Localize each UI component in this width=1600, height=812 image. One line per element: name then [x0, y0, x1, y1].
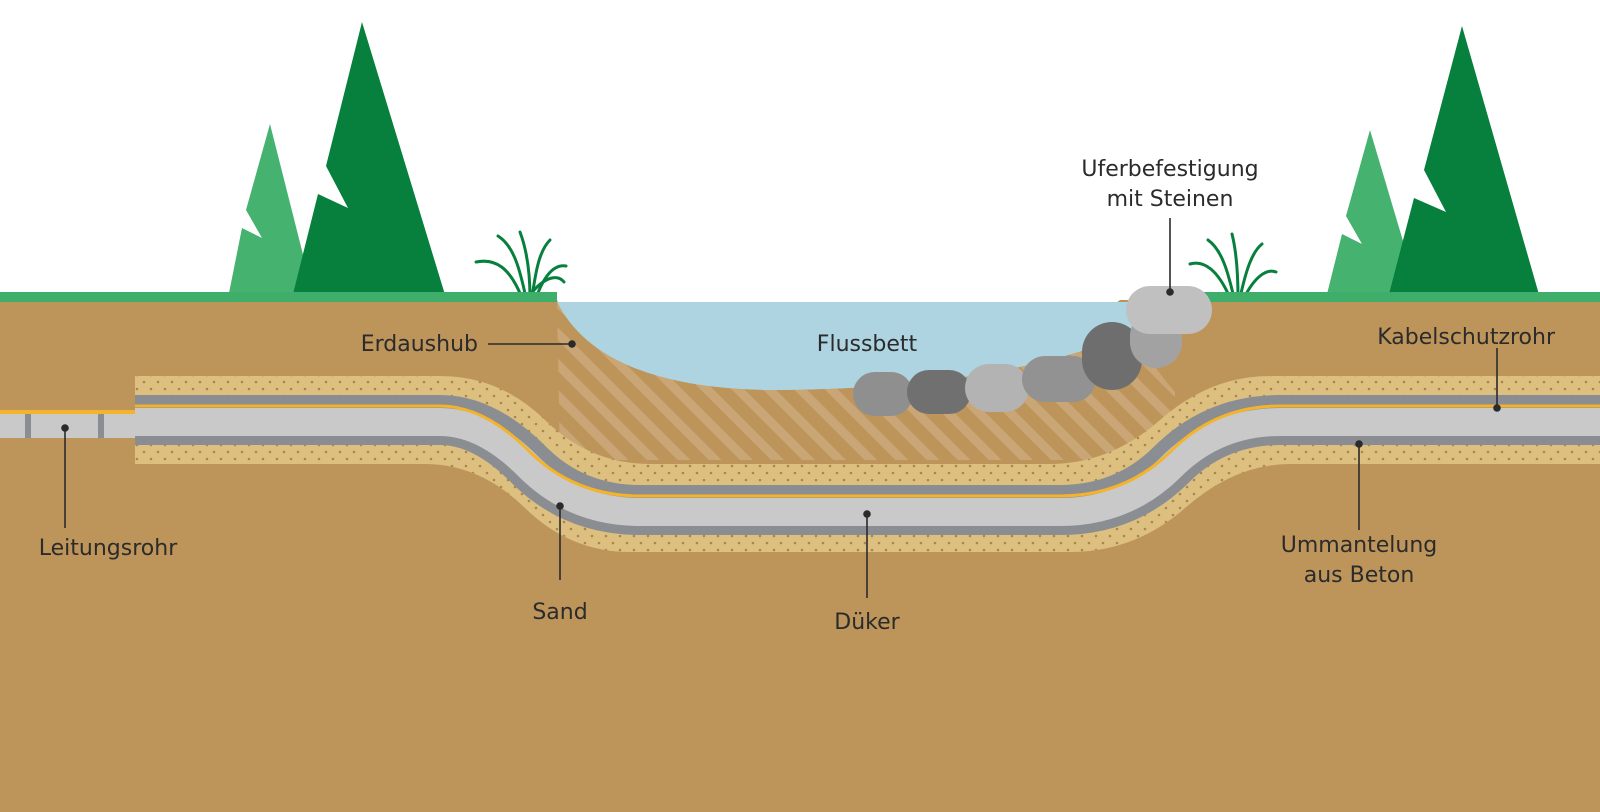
- label-uferbefestigung-line1: Uferbefestigung: [1081, 157, 1258, 182]
- tree-dark-right: [1388, 26, 1540, 298]
- dueker-pipe: [135, 395, 1600, 535]
- pipe-inner: [135, 408, 1600, 526]
- leader-dot-kabelschutzrohr: [1493, 404, 1501, 412]
- supply-pipe-left: [0, 410, 135, 438]
- stone-2: [907, 370, 971, 414]
- trees-left: [228, 22, 446, 298]
- label-sand: Sand: [532, 600, 587, 625]
- leader-lines: [61, 218, 1501, 598]
- grass-strip-left: [0, 292, 557, 302]
- label-uferbefestigung-line2: mit Steinen: [1107, 187, 1234, 212]
- stone-4: [1022, 356, 1096, 402]
- stone-7: [1126, 286, 1212, 334]
- cable-protection-tube: [135, 404, 1600, 498]
- label-ummantelung-line1: Ummantelung: [1281, 533, 1438, 558]
- stone-3: [965, 364, 1029, 412]
- tree-dark-left: [292, 22, 446, 298]
- grass-strip-right: [1180, 292, 1600, 302]
- leader-dot-sand: [556, 502, 564, 510]
- bank-stones: [853, 286, 1212, 416]
- label-ummantelung-line2: aus Beton: [1304, 563, 1415, 588]
- label-flussbett: Flussbett: [817, 332, 918, 357]
- pipe-joint-2: [98, 414, 104, 438]
- stone-5: [1082, 322, 1142, 390]
- trees-right: [1326, 26, 1540, 298]
- stone-1: [853, 372, 913, 416]
- label-dueker: Düker: [834, 610, 900, 635]
- leader-dot-uferbefestigung: [1166, 288, 1174, 296]
- tree-light-left: [228, 124, 314, 298]
- label-leitungsrohr: Leitungsrohr: [39, 536, 178, 561]
- excavation-area: [557, 302, 1175, 460]
- leader-dot-dueker: [863, 510, 871, 518]
- leader-dot-erdaushub: [568, 340, 576, 348]
- supply-pipe-cable: [0, 410, 135, 414]
- leader-dot-leitungsrohr: [61, 424, 69, 432]
- labels: Erdaushub Flussbett Uferbefestigung mit …: [39, 157, 1556, 635]
- tree-light-right: [1326, 130, 1420, 298]
- pipe-joint-1: [25, 414, 31, 438]
- label-erdaushub: Erdaushub: [361, 332, 478, 357]
- grass-tuft-right: [1188, 232, 1278, 300]
- label-kabelschutzrohr: Kabelschutzrohr: [1377, 325, 1556, 350]
- leader-dot-ummantelung: [1355, 440, 1363, 448]
